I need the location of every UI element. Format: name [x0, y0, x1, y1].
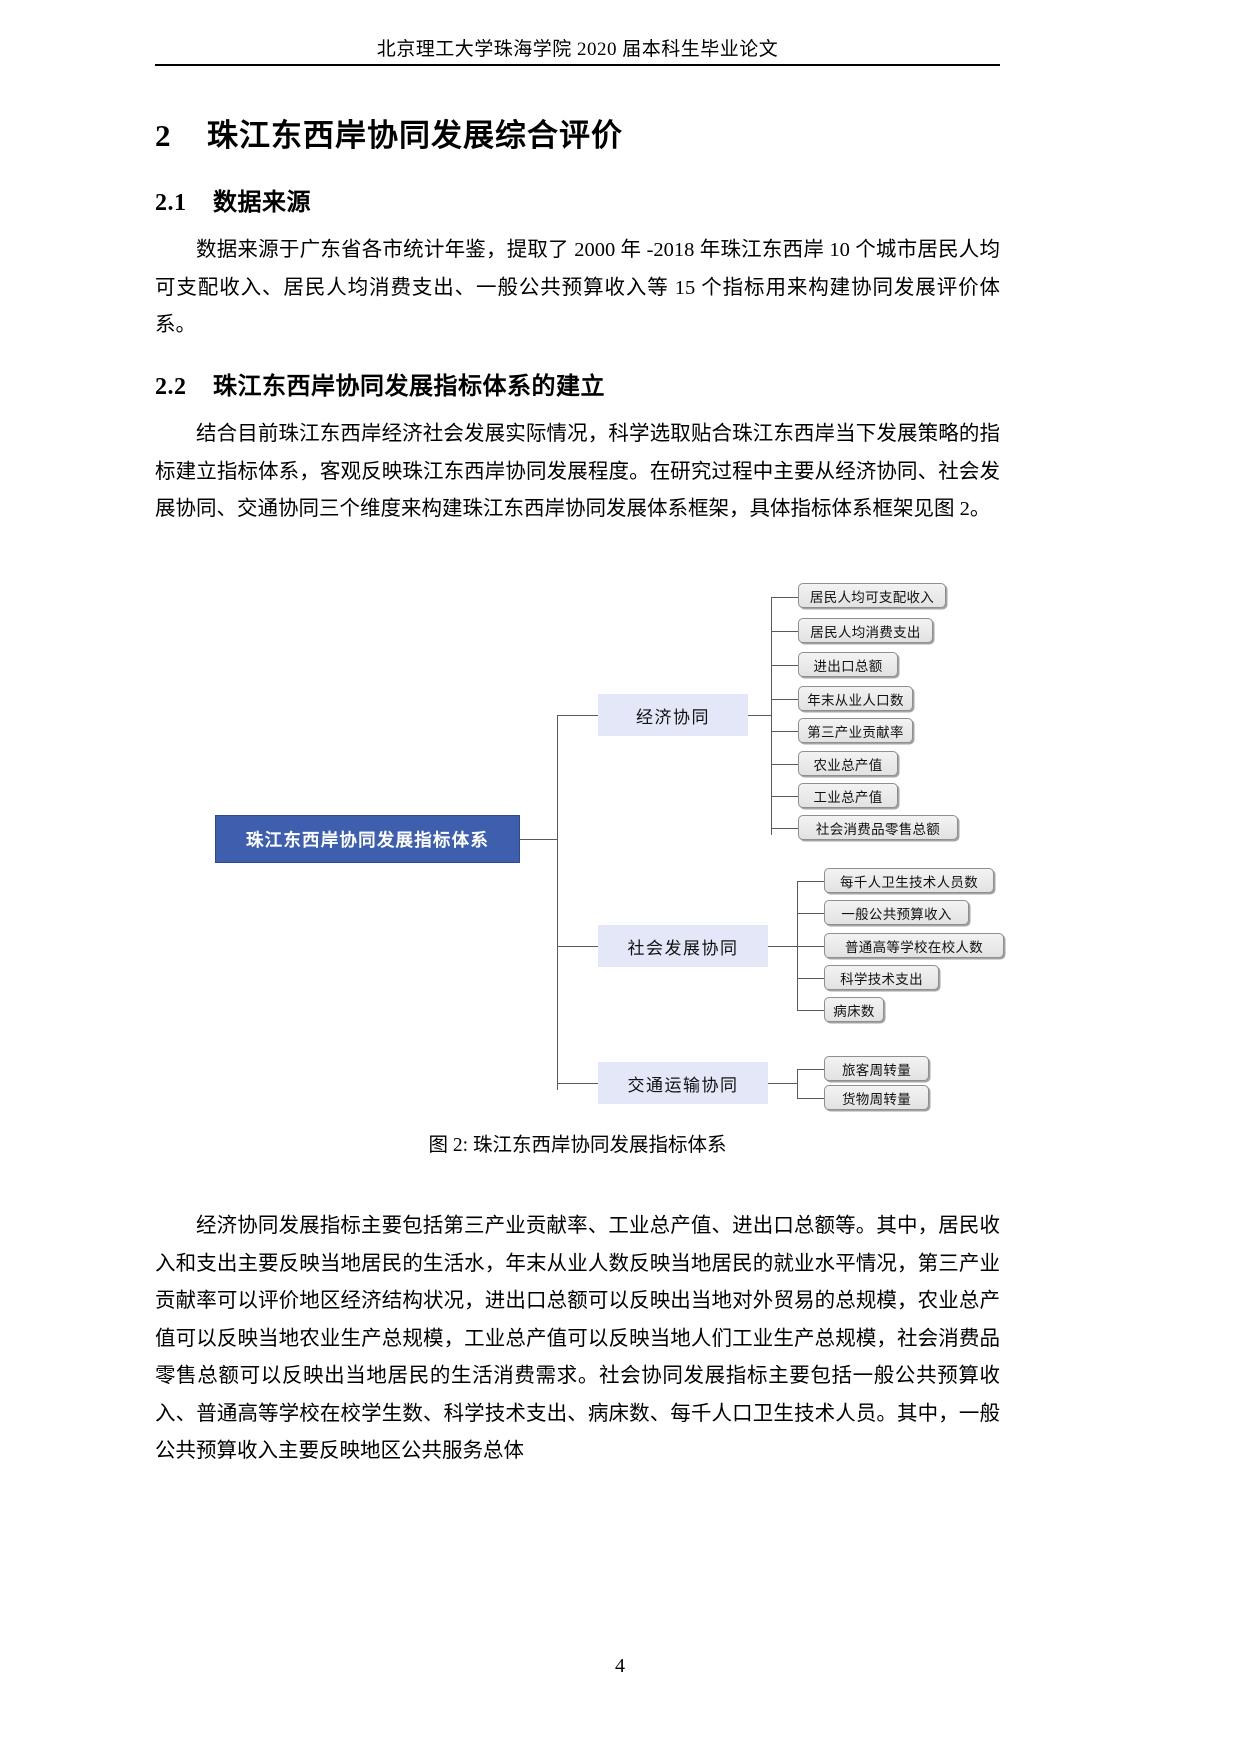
- connector-root-stem: [520, 839, 558, 840]
- connector-social-spine: [797, 881, 798, 1010]
- section-title-2-1: 数据来源: [213, 190, 311, 216]
- connector-root-spine: [557, 715, 558, 1090]
- connector-leaf: [771, 597, 799, 598]
- header-rule: [155, 64, 1000, 66]
- connector-leaf: [797, 1010, 825, 1011]
- page-title: 2 珠江东西岸协同发展综合评价: [155, 110, 623, 155]
- connector-branch-social: [557, 946, 599, 947]
- heading-2-2: 2.2 珠江东西岸协同发展指标体系的建立: [155, 366, 605, 401]
- connector-transport-spine: [797, 1069, 798, 1098]
- connector-leaf: [797, 946, 825, 947]
- running-header: 北京理工大学珠海学院 2020 届本科生毕业论文: [376, 39, 779, 60]
- figure-indicator-tree: 珠江东西岸协同发展指标体系 经济协同 居民人均可支配收入 居民人均消费支出 进出…: [155, 575, 1004, 1120]
- section-number-2: 2: [155, 118, 172, 153]
- connector-leaf: [797, 913, 825, 914]
- connector-leaf: [771, 796, 799, 797]
- connector-transport-stem: [768, 1083, 798, 1084]
- heading-2-1: 2.1 数据来源: [155, 182, 311, 217]
- leaf-node: 年末从业人口数: [798, 686, 913, 711]
- connector-leaf: [797, 1069, 825, 1070]
- leaf-node: 居民人均可支配收入: [798, 583, 946, 608]
- paragraph-data-source: 数据来源于广东省各市统计年鉴，提取了 2000 年 -2018 年珠江东西岸 1…: [155, 239, 1000, 336]
- leaf-node: 工业总产值: [798, 783, 898, 808]
- connector-branch-transport: [557, 1083, 599, 1084]
- leaf-node: 农业总产值: [798, 751, 898, 776]
- node-branch-social: 社会发展协同: [598, 925, 768, 967]
- leaf-node: 旅客周转量: [824, 1056, 929, 1081]
- node-root: 珠江东西岸协同发展指标体系: [215, 815, 520, 863]
- connector-leaf: [771, 631, 799, 632]
- connector-leaf: [797, 881, 825, 882]
- connector-leaf: [771, 764, 799, 765]
- leaf-node: 社会消费品零售总额: [798, 815, 958, 840]
- leaf-node: 病床数: [824, 997, 884, 1022]
- connector-social-stem: [768, 946, 798, 947]
- paragraph-explanation: 经济协同发展指标主要包括第三产业贡献率、工业总产值、进出口总额等。其中，居民收入…: [155, 1215, 1000, 1462]
- leaf-node: 第三产业贡献率: [798, 718, 913, 743]
- connector-leaf: [771, 731, 799, 732]
- section-number-2-2: 2.2: [155, 374, 187, 400]
- leaf-node: 一般公共预算收入: [824, 900, 969, 925]
- connector-economic-stem: [748, 715, 772, 716]
- connector-leaf: [771, 699, 799, 700]
- node-branch-transport: 交通运输协同: [598, 1062, 768, 1104]
- node-branch-economic: 经济协同: [598, 694, 748, 736]
- leaf-node: 居民人均消费支出: [798, 618, 933, 643]
- connector-leaf: [797, 1098, 825, 1099]
- leaf-node: 普通高等学校在校人数: [824, 933, 1004, 958]
- section-number-2-1: 2.1: [155, 190, 187, 216]
- leaf-node: 进出口总额: [798, 652, 898, 677]
- connector-leaf: [771, 828, 799, 829]
- leaf-node: 货物周转量: [824, 1085, 929, 1110]
- leaf-node: 每千人卫生技术人员数: [824, 868, 994, 893]
- section-title-2-2: 珠江东西岸协同发展指标体系的建立: [213, 374, 605, 400]
- connector-economic-spine: [771, 597, 772, 835]
- figure-caption: 图 2: 珠江东西岸协同发展指标体系: [428, 1135, 727, 1156]
- leaf-node: 科学技术支出: [824, 965, 939, 990]
- connector-leaf: [797, 978, 825, 979]
- connector-branch-economic: [557, 715, 599, 716]
- section-title-2: 珠江东西岸协同发展综合评价: [207, 118, 623, 153]
- page-number: 4: [615, 1655, 625, 1677]
- connector-leaf: [771, 665, 799, 666]
- paragraph-system-build: 结合目前珠江东西岸经济社会发展实际情况，科学选取贴合珠江东西岸当下发展策略的指标…: [155, 423, 1000, 520]
